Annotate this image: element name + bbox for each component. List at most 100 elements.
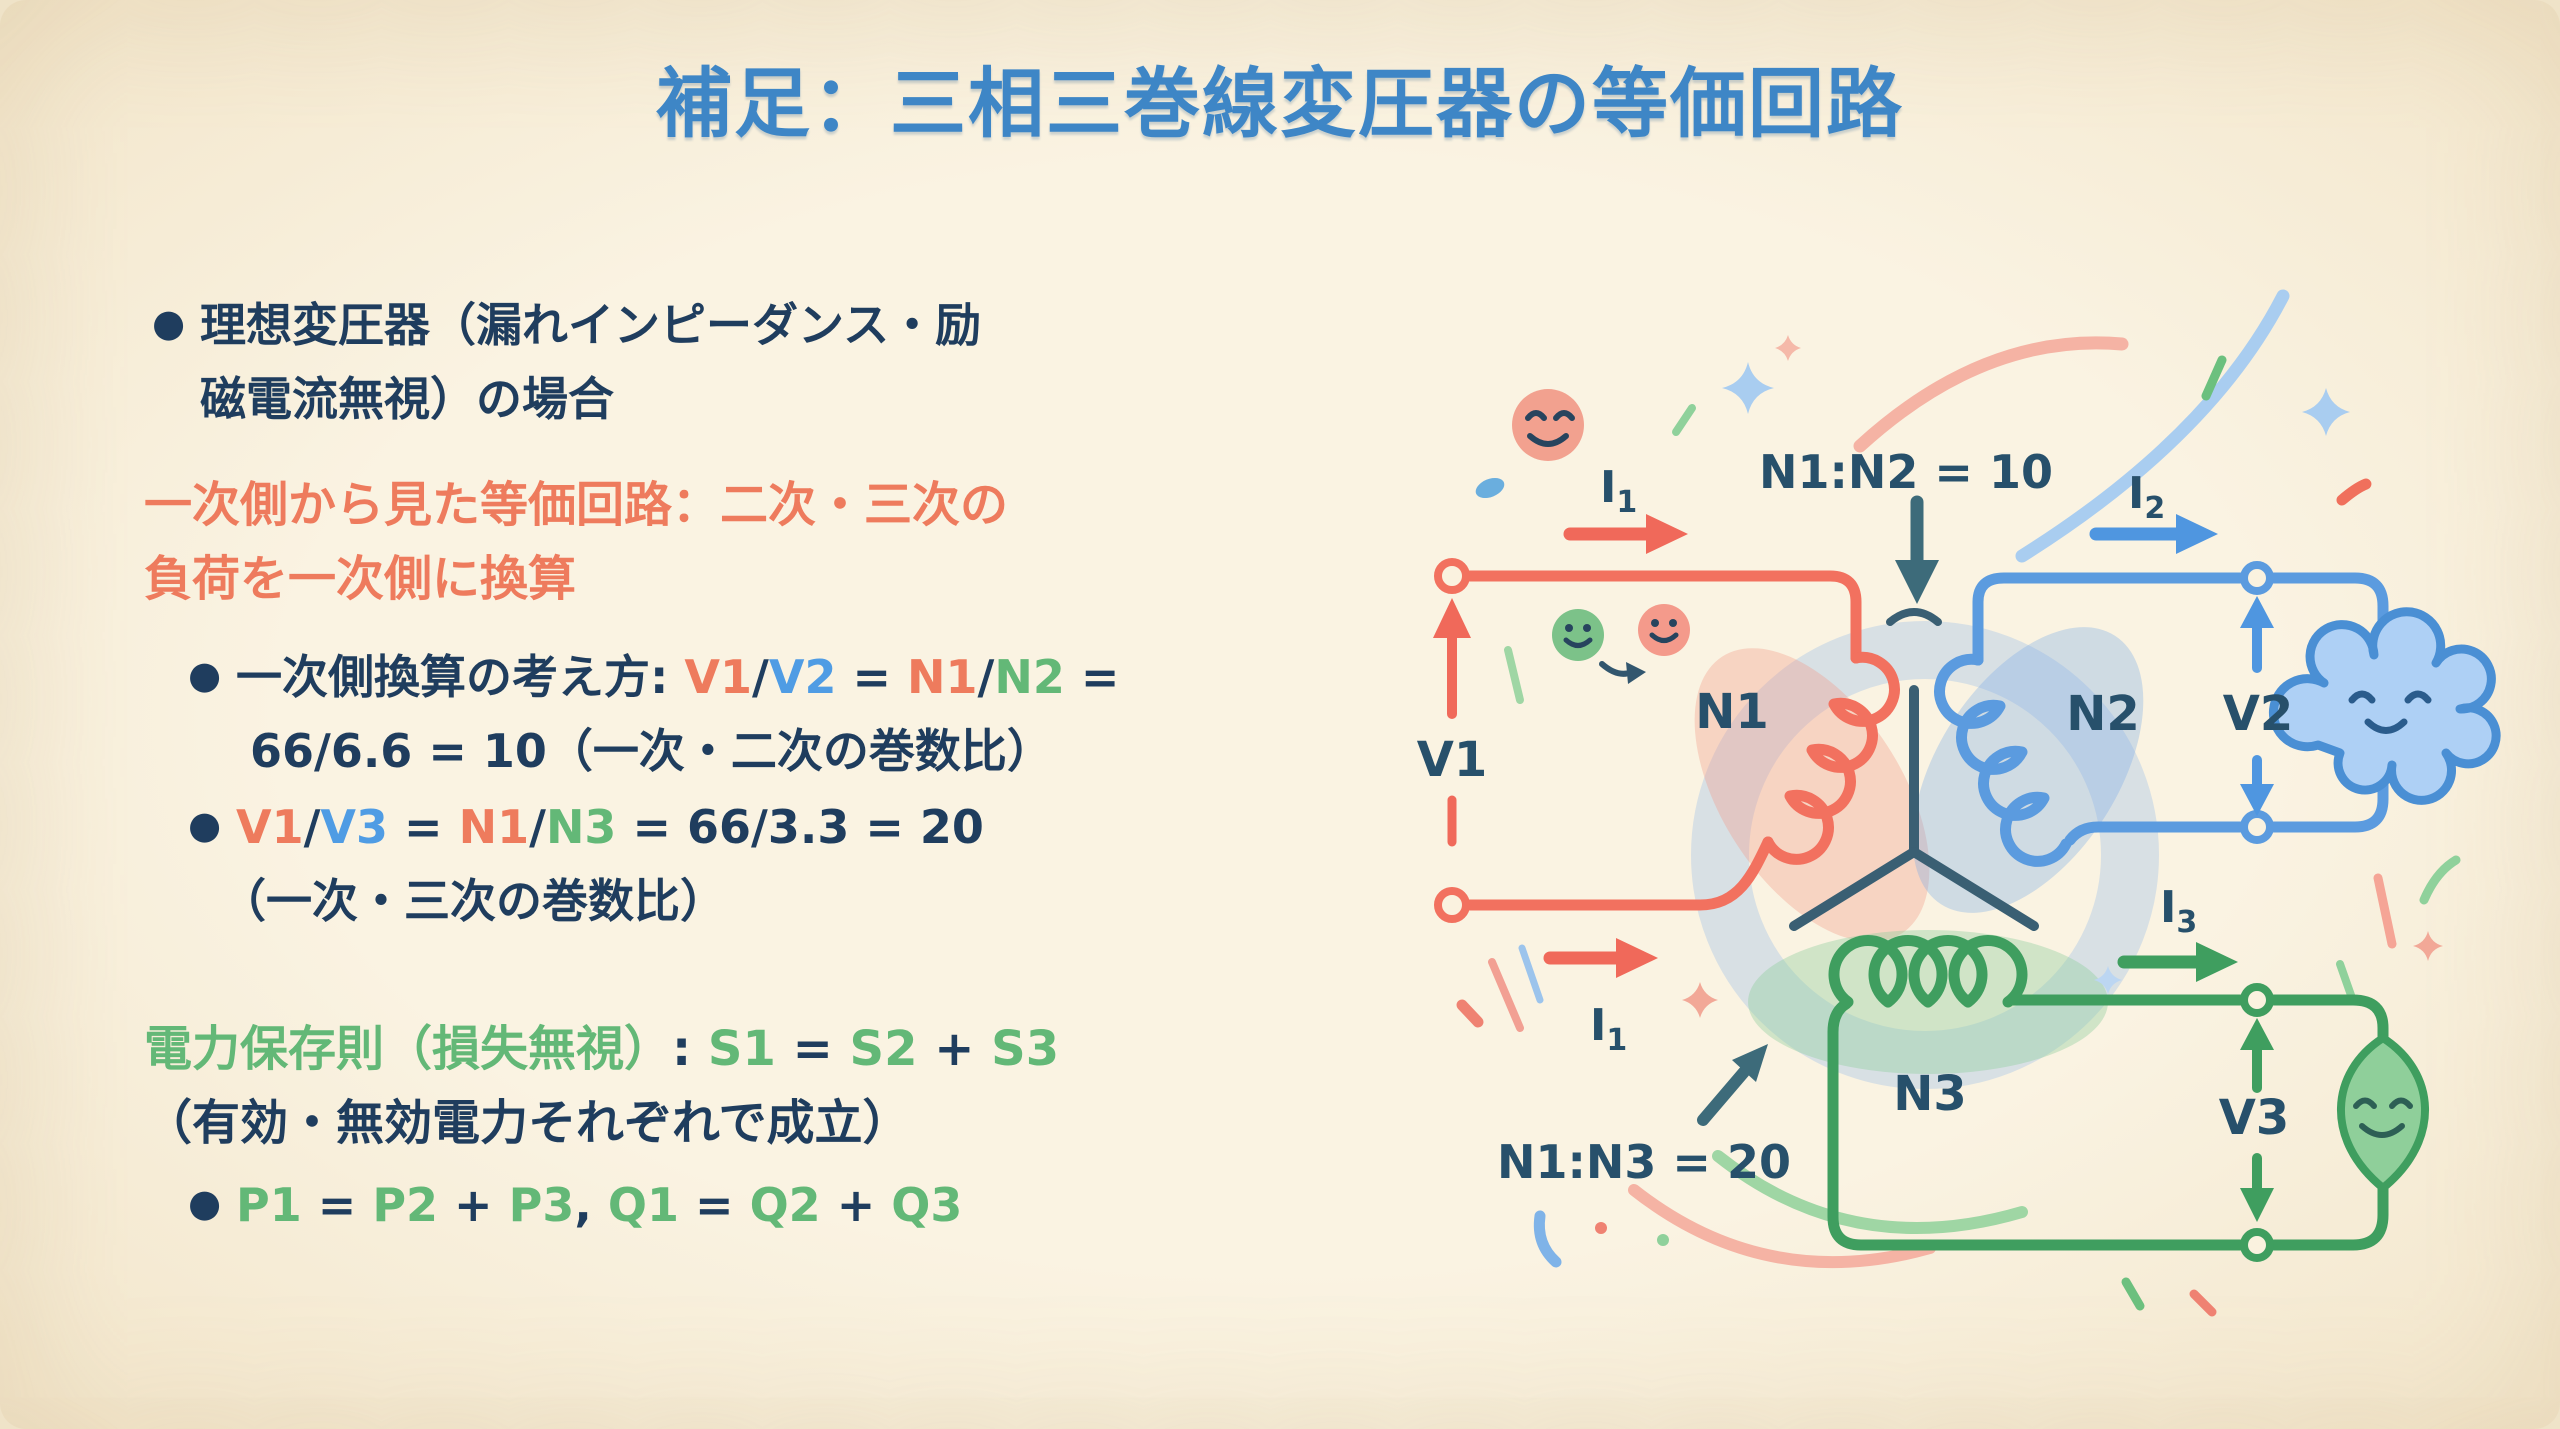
primary-coil-n1 [1762, 651, 1900, 865]
salmon-arc-top [1853, 336, 2129, 453]
terminal-node [2240, 983, 2274, 1017]
text-span: 理想変圧器（漏れインピーダンス・励 [200, 298, 982, 352]
text-span: Q2 [749, 1178, 821, 1232]
secondary-wire [1972, 572, 2389, 846]
text-span: V1 [684, 650, 753, 704]
salmon-arc-bottom [1628, 1184, 1936, 1269]
sparkle-icon [1682, 982, 1718, 1018]
text-span: = [678, 1178, 750, 1232]
text-span: V1 [236, 800, 304, 854]
ideal-transformer-bullet: ● 理想変圧器（漏れインピーダンス・励磁電流無視）の場合 [152, 286, 981, 436]
green-arc-bottom [1712, 1150, 2028, 1235]
text-line: 66/6.6 = 10（一次・二次の巻数比） [188, 714, 1119, 788]
terminal-node [2240, 561, 2274, 595]
i2-current-arrow [2089, 514, 2218, 554]
ratio12-pointer-arrow [1895, 495, 1939, 604]
n2-label: N2 [2066, 686, 2140, 742]
smiley-red-icon [1638, 604, 1690, 656]
green-dot [1657, 1234, 1669, 1246]
bullet-dot: ● [188, 803, 222, 847]
text-line: ●P1 = P2 + P3, Q1 = Q2 + Q3 [188, 1166, 962, 1242]
ratio12-label: N1:N2 = 10 [1759, 445, 2053, 499]
text-span: （一次・三次の巻数比） [220, 874, 726, 928]
primary-side-heading: 一次側から見た等価回路：二次・三次の負荷を一次側に換算 [144, 468, 1008, 616]
text-span: N1 [458, 800, 530, 854]
n1-label: N1 [1695, 684, 1769, 740]
text-line: （一次・三次の巻数比） [188, 864, 984, 938]
text-span: = [388, 800, 459, 854]
text-span: V3 [320, 800, 389, 854]
text-span: （有効・無効電力それぞれで成立） [144, 1095, 911, 1151]
i3-current-arrow [2117, 942, 2238, 982]
text-span: P3 [508, 1178, 575, 1232]
turns-ratio-13-bullet: ●V1/V3 = N1/N3 = 66/3.3 = 20（一次・三次の巻数比） [188, 788, 984, 938]
red-dot [1595, 1222, 1607, 1234]
text-span: + [438, 1178, 509, 1232]
terminal-node [2240, 1228, 2274, 1262]
decorations [1456, 289, 2461, 1317]
bullet-dot: ● [152, 301, 186, 345]
smiley-transfer-arrow [1599, 661, 1646, 684]
text-line: ●V1/V3 = N1/N3 = 66/3.3 = 20 [188, 788, 984, 864]
i1-current-arrow-top [1563, 514, 1688, 554]
terminal-node [1434, 558, 1470, 594]
bullet-dot: ● [188, 1181, 222, 1225]
n3-label: N3 [1893, 1066, 1967, 1122]
text-span: P2 [372, 1178, 439, 1232]
primary-wire [1460, 836, 1774, 911]
blue-crescent [1533, 1210, 1562, 1268]
primary-circuit [1434, 558, 1900, 923]
sparkle-icons [1682, 335, 2443, 1018]
text-span: / [977, 650, 995, 704]
text-span: S1 [707, 1021, 776, 1077]
red-confetti [1456, 999, 1484, 1028]
v3-measure-arrow [2240, 1018, 2274, 1222]
bullet-dot: ● [188, 653, 222, 697]
text-span: = 66/3.3 = 20 [616, 800, 984, 854]
text-line: 一次側から見た等価回路：二次・三次の [144, 468, 1008, 542]
cloud-load-icon [2268, 607, 2501, 805]
terminal-node [1434, 887, 1470, 923]
red-confetti [2189, 1289, 2217, 1317]
text-span: 磁電流無視）の場合 [200, 372, 614, 426]
text-span: 電力保存則（損失無視） [144, 1021, 673, 1077]
i2-label: I2 [2128, 468, 2165, 526]
green-confetti [1504, 646, 1524, 704]
text-line: ●一次側換算の考え方: V1/V2 = N1/N2 = [188, 638, 1119, 714]
text-span: 一次側から見た等価回路：二次・三次の [144, 477, 1009, 533]
text-span: = [1064, 650, 1120, 704]
text-span: / [752, 650, 769, 704]
blue-arc-right [2015, 289, 2290, 563]
text-line: 負荷を一次側に換算 [144, 542, 1008, 616]
text-span: , [574, 1178, 608, 1232]
text-span: N3 [545, 800, 617, 854]
i1-current-arrow-bottom [1543, 938, 1658, 978]
green-confetti [1672, 404, 1696, 436]
text-span: N1 [907, 650, 978, 704]
text-span: 66/6.6 = 10（一次・二次の巻数比） [250, 724, 1053, 778]
text-span: S2 [849, 1021, 918, 1077]
i3-label: I3 [2160, 882, 2197, 940]
blue-confetti [1518, 944, 1544, 1004]
text-span: Q1 [607, 1178, 679, 1232]
secondary-circuit [1934, 561, 2389, 867]
tertiary-circuit [1827, 935, 2389, 1262]
text-span: / [529, 800, 546, 854]
v1-label: V1 [1417, 732, 1488, 788]
text-span: Q3 [891, 1178, 963, 1232]
ratio13-pointer-arrow [1697, 1044, 1768, 1126]
text-span: = [301, 1178, 373, 1232]
text-line: 電力保存則（損失無視）: S1 = S2 + S3 [144, 1012, 1059, 1086]
text-span: S3 [991, 1021, 1060, 1077]
text-span: = [775, 1021, 850, 1077]
salmon-confetti [1488, 958, 1524, 1032]
power-conservation-heading: 電力保存則（損失無視）: S1 = S2 + S3 （有効・無効電力それぞれで成立… [144, 1012, 1059, 1160]
text-span: / [303, 800, 321, 854]
star-core [1789, 608, 2039, 931]
pq-equation-bullet: ●P1 = P2 + P3, Q1 = Q2 + Q3 [188, 1166, 962, 1242]
text-span: = [836, 650, 908, 704]
green-confetti [2201, 355, 2227, 401]
smiley-green-icon [1552, 609, 1604, 661]
